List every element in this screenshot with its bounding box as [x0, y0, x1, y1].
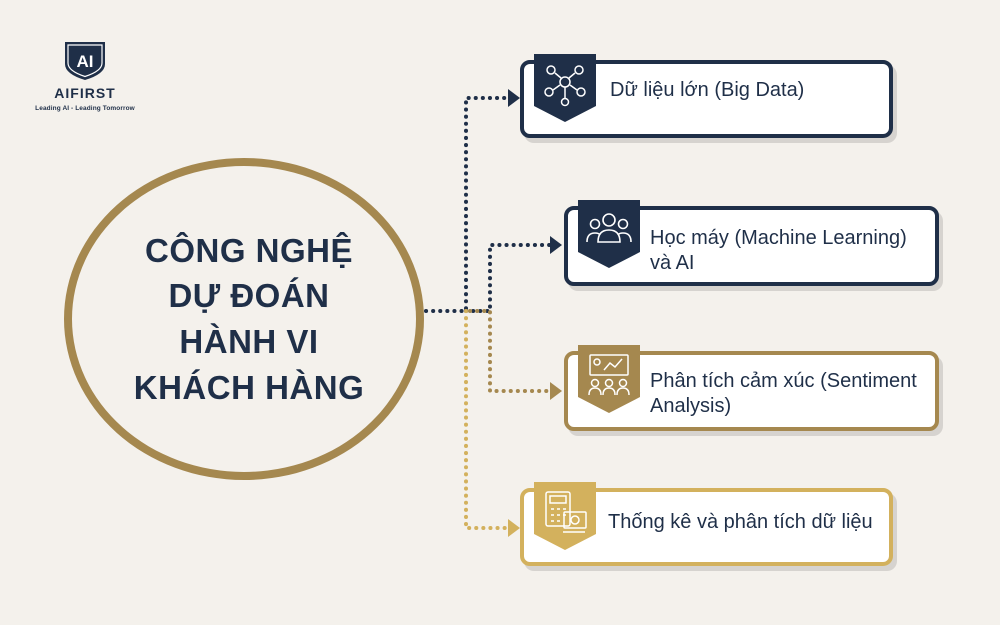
network-people-icon	[544, 65, 586, 107]
logo-tagline: Leading AI - Leading Tomorrow	[35, 105, 135, 112]
logo-name: AIFIRST	[54, 85, 116, 101]
badge-big-data	[534, 54, 596, 122]
card-sentiment-analysis: Phân tích cảm xúc (Sentiment Analysis)	[564, 345, 939, 431]
central-title-line: KHÁCH HÀNG	[133, 368, 365, 406]
card-label-machine-learning: Học máy (Machine Learning) và AI	[650, 227, 907, 274]
shield-logo-icon: AI	[65, 42, 105, 80]
arrowhead-statistics	[508, 519, 520, 537]
group-people-icon	[586, 213, 632, 243]
card-machine-learning: Học máy (Machine Learning) và AI	[564, 200, 939, 286]
connector-big-data	[424, 96, 510, 313]
central-title: CÔNG NGHỆ DỰ ĐOÁN HÀNH VI KHÁCH HÀNG	[119, 228, 379, 410]
connector-statistics	[464, 309, 510, 530]
central-title-line: CÔNG NGHỆ	[144, 231, 353, 269]
card-label-sentiment-analysis: Phân tích cảm xúc (Sentiment Analysis)	[650, 370, 917, 417]
logo: AI AIFIRST Leading AI - Leading Tomorrow	[30, 38, 140, 112]
central-title-line: HÀNH VI	[179, 323, 319, 360]
badge-statistics	[534, 482, 596, 550]
badge-machine-learning	[578, 200, 640, 268]
card-statistics: Thống kê và phân tích dữ liệu	[520, 482, 893, 566]
central-title-line: DỰ ĐOÁN	[168, 277, 330, 315]
card-label-statistics: Thống kê và phân tích dữ liệu	[608, 511, 873, 533]
central-circle: CÔNG NGHỆ DỰ ĐOÁN HÀNH VI KHÁCH HÀNG	[64, 158, 424, 480]
connector-sentiment	[468, 309, 552, 393]
logo-mark: AI	[77, 52, 94, 71]
card-label-big-data: Dữ liệu lớn (Big Data)	[610, 79, 805, 101]
connector-machine-learning	[464, 243, 552, 313]
card-big-data: Dữ liệu lớn (Big Data)	[520, 54, 893, 138]
arrowhead-sentiment	[550, 382, 562, 400]
arrowhead-machine-learning	[550, 236, 562, 254]
arrowhead-big-data	[508, 89, 520, 107]
badge-sentiment-analysis	[578, 345, 640, 413]
presentation-icon	[588, 354, 630, 396]
calculator-money-icon	[545, 491, 587, 533]
